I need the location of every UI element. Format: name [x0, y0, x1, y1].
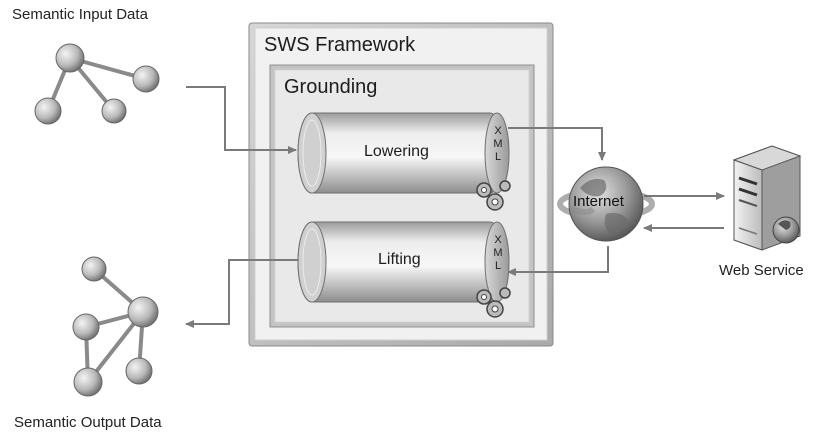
web-service-label: Web Service	[719, 262, 804, 279]
internet-label: Internet	[573, 193, 624, 210]
xml-letter: M	[493, 138, 503, 150]
output-graph-icon	[72, 256, 159, 397]
lowering-cylinder	[297, 112, 510, 194]
web-service-server-icon	[732, 145, 802, 251]
semantic-output-label: Semantic Output Data	[14, 414, 162, 431]
lowering-to-internet-arrow	[508, 127, 606, 161]
input-graph-icon	[34, 43, 160, 125]
xml-letter: X	[494, 234, 502, 246]
xml-letter: M	[493, 247, 503, 259]
framework-title: SWS Framework	[264, 34, 416, 56]
semantic-input-label: Semantic Input Data	[12, 6, 148, 23]
connector-lines	[185, 86, 725, 328]
internet-to-lifting-arrow	[507, 246, 609, 276]
grounding-title: Grounding	[284, 76, 378, 98]
lifting-xml-tag: X M L	[493, 234, 503, 273]
xml-letter: L	[494, 151, 502, 163]
lowering-gears	[476, 180, 511, 211]
lowering-xml-tag: X M L	[493, 125, 503, 164]
lifting-to-output-arrow	[185, 259, 300, 328]
lifting-cylinder	[297, 221, 510, 303]
xml-letter: L	[494, 260, 502, 272]
input-to-lowering-arrow	[186, 86, 297, 154]
internet-globe-icon	[557, 166, 655, 242]
lowering-label: Lowering	[364, 143, 429, 160]
xml-letter: X	[494, 125, 502, 137]
lifting-label: Lifting	[378, 251, 421, 268]
lifting-gears	[476, 287, 511, 318]
